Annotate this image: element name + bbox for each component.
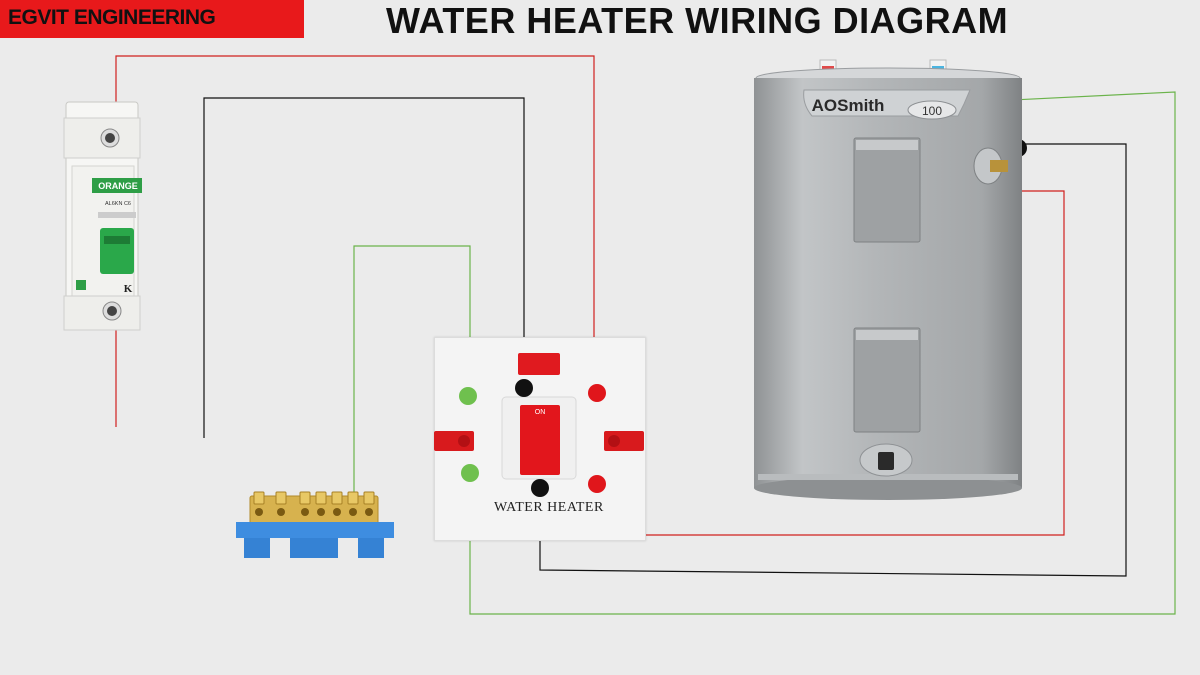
neutral-wire-switch-to-heater (539, 143, 1127, 577)
switch-live-in-terminal (588, 384, 606, 402)
neutral-wire-supply-to-switch (203, 97, 525, 438)
earth-wire-busbar-to-switch (353, 245, 471, 508)
page-title: WATER HEATER WIRING DIAGRAM (386, 0, 1009, 41)
switch-plate-details: ON (434, 353, 644, 497)
rocker-on-text: ON (535, 409, 546, 416)
brand-name: EGVIT ENGINEERING (8, 6, 216, 29)
switch-neutral-out-terminal (531, 479, 549, 497)
heater-brand: AOSmith (812, 96, 885, 115)
breaker-rating: AL6KN C6 (105, 201, 131, 207)
breaker-class: K (124, 283, 133, 295)
breaker-brand: ORANGE (98, 181, 138, 191)
circuit-breaker: ORANGE AL6KN C6 K (63, 101, 142, 331)
switch-neutral-in-terminal (515, 379, 533, 397)
water-heater: AOSmith 100 (754, 59, 1022, 500)
switch-plate-label: WATER HEATER (494, 500, 604, 515)
earth-wire-switch-to-heater (469, 91, 1176, 615)
switch-earth-out-terminal (461, 464, 479, 482)
earth-busbar (236, 491, 394, 558)
switch-live-out-terminal (588, 475, 606, 493)
rocker-switch[interactable] (520, 405, 560, 475)
heater-model: 100 (922, 104, 942, 118)
breaker-toggle (100, 228, 134, 274)
switch-earth-in-terminal (459, 387, 477, 405)
neon-indicator (518, 353, 560, 375)
brand-badge (0, 0, 304, 38)
